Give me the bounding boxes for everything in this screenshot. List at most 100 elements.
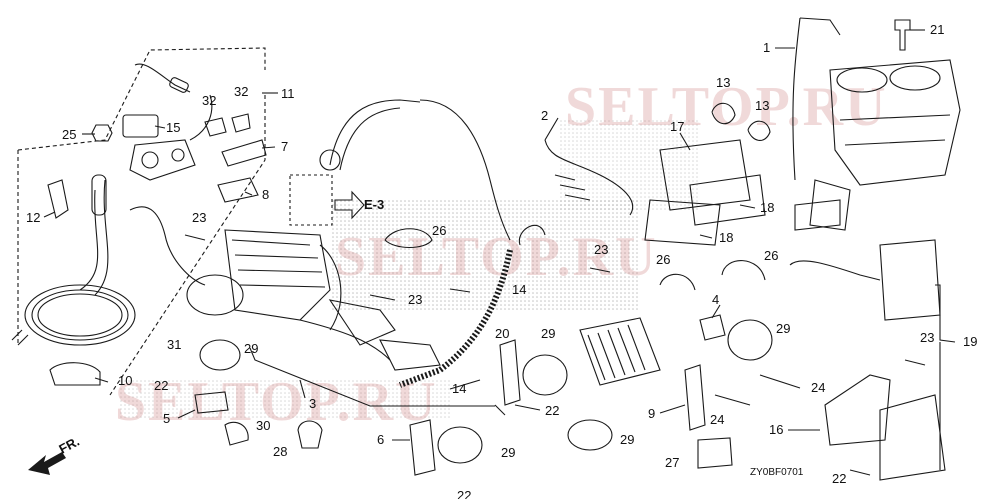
callout-13b: 13: [755, 98, 769, 113]
callout-9: 9: [648, 406, 655, 421]
callout-31: 31: [167, 337, 181, 352]
callout-10: 10: [118, 373, 132, 388]
callout-23a: 23: [192, 210, 206, 225]
stay-5: [194, 391, 229, 414]
callout-22a: 22: [154, 378, 168, 393]
cable-1-end: [799, 17, 841, 36]
battery-cable-coil: [11, 174, 136, 386]
clamp-29b: [522, 354, 568, 396]
case-16b: [879, 394, 946, 481]
callout-24a: 24: [811, 380, 825, 395]
fr-arrow-icon: [28, 452, 66, 475]
sub-harness-2: [544, 139, 634, 216]
callout-23d: 23: [920, 330, 934, 345]
watermark-bottom: SELTOP.RU: [115, 371, 438, 433]
callout-32a: 32: [202, 93, 216, 108]
callout-4: 4: [712, 292, 719, 307]
frame-11: [17, 47, 266, 151]
callout-1: 1: [763, 40, 770, 55]
spiral-tube-14: [398, 249, 513, 388]
watermark-group: SELTOP.RU SELTOP.RU SELTOP.RU: [115, 76, 886, 433]
callout-26b: 26: [656, 252, 670, 267]
callout-25: 25: [62, 127, 76, 142]
clamp-29e: [437, 426, 483, 464]
ignition-coil: [809, 179, 851, 231]
rubber-18a: [689, 174, 766, 226]
frame-right: [109, 95, 266, 396]
callout-18b: 18: [719, 230, 733, 245]
callout-15: 15: [166, 120, 180, 135]
callout-3: 3: [309, 396, 316, 411]
grommet-28: [297, 420, 323, 449]
callout-13a: 13: [716, 75, 730, 90]
bolt-23a: [184, 234, 206, 241]
callout-30: 30: [256, 418, 270, 433]
callout-8: 8: [262, 187, 269, 202]
callout-23b: 23: [408, 292, 422, 307]
bolt-24a: [759, 374, 801, 389]
line-art: [11, 17, 961, 481]
clip-27: [697, 437, 733, 469]
cover-17: [659, 139, 751, 211]
clamp-31: [199, 339, 241, 371]
clip-13b: [747, 120, 771, 141]
harness-upper-run: [419, 99, 511, 241]
callout-17: 17: [670, 119, 684, 134]
callout-11: 11: [281, 86, 295, 101]
callout-29d: 29: [620, 432, 634, 447]
callout-32b: 32: [234, 84, 248, 99]
diagram-code: ZY0BF0701: [750, 467, 804, 478]
callout-2: 2: [541, 108, 548, 123]
wire-left: [129, 206, 206, 286]
sub-harness-leads: [554, 174, 591, 201]
stay-20: [499, 339, 521, 406]
boot-12: [47, 179, 69, 219]
callout-22c: 22: [457, 488, 471, 499]
starter-solenoid: [122, 63, 213, 181]
sensor-box: [289, 174, 333, 226]
clamp-29c: [727, 319, 773, 361]
clip-8: [217, 177, 259, 203]
cable-1: [792, 17, 801, 181]
callout-12: 12: [26, 210, 40, 225]
callout-26c: 26: [764, 248, 778, 263]
band-26a: [384, 228, 433, 249]
clamp-30: [224, 421, 249, 446]
callout-6: 6: [377, 432, 384, 447]
callout-19: 19: [963, 334, 977, 349]
clip-13a: [711, 102, 736, 125]
stay-4: [699, 314, 726, 341]
watermark-middle: SELTOP.RU: [335, 226, 658, 288]
callout-29a: 29: [244, 341, 258, 356]
callout-24b: 24: [710, 412, 724, 427]
callout-22d: 22: [832, 471, 846, 486]
bolt-22b: [514, 404, 541, 411]
grommet: [319, 149, 341, 171]
callout-28: 28: [273, 444, 287, 459]
band-26b: [659, 273, 696, 291]
clamp-29d: [567, 419, 613, 451]
leader-lines: [43, 29, 956, 470]
stay-6: [409, 419, 436, 476]
stay-7: [221, 139, 267, 167]
callout-29b: 29: [541, 326, 555, 341]
cdi-lead: [789, 260, 881, 281]
rubber-18b: [644, 199, 721, 246]
stay-9: [684, 364, 706, 431]
clip-32a: [204, 117, 227, 137]
bolt-23d: [904, 359, 926, 366]
bolt-23c: [589, 267, 611, 273]
front-direction-indicator: FR.: [28, 434, 82, 475]
band-26c: [721, 260, 766, 281]
callout-27: 27: [665, 455, 679, 470]
nut-25: [91, 124, 113, 142]
connector-coupler: [518, 224, 546, 246]
bolt-21: [894, 19, 911, 51]
clamp-29a: [186, 274, 244, 316]
cdi-unit-19: [879, 239, 941, 321]
callouts: 1 2 3 4 5 6 7 8 9 10 11 12 13 13 14 14 1…: [26, 22, 977, 499]
clip-32b: [231, 113, 251, 133]
callout-23c: 23: [594, 242, 608, 257]
